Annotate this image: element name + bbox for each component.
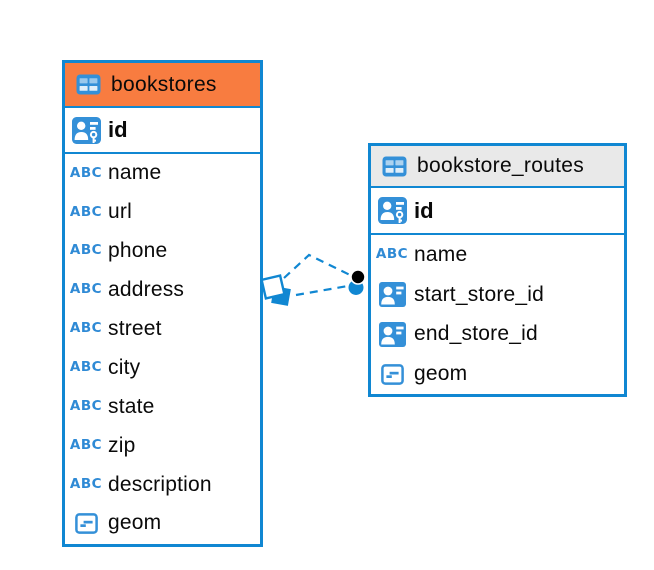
text-type-icon: ABC xyxy=(69,203,103,220)
primary-key-row[interactable]: id xyxy=(371,188,624,235)
entity-table-bookstores[interactable]: bookstores id ABC name xyxy=(62,60,263,547)
column-row-name[interactable]: ABC name xyxy=(371,235,624,275)
text-type-icon: ABC xyxy=(69,164,103,181)
column-row-name[interactable]: ABC name xyxy=(65,154,260,193)
column-row-city[interactable]: ABC city xyxy=(65,348,260,387)
column-row-end-store-id[interactable]: end_store_id xyxy=(371,315,624,355)
column-name: start_store_id xyxy=(414,282,545,306)
table-icon xyxy=(379,156,409,177)
text-type-icon: ABC xyxy=(69,242,103,259)
column-name: zip xyxy=(108,433,136,457)
column-row-address[interactable]: ABC address xyxy=(65,271,260,310)
column-name: name xyxy=(414,242,468,266)
primary-key-icon xyxy=(71,116,101,144)
column-list: ABC name ABC url ABC phone ABC address A… xyxy=(65,154,260,543)
text-type-icon: ABC xyxy=(69,359,103,376)
text-type-icon: ABC xyxy=(375,246,409,263)
foreign-key-icon xyxy=(377,321,407,347)
relationship-line-end-store[interactable] xyxy=(295,284,349,297)
entity-table-bookstore-routes[interactable]: bookstore_routes id ABC name xyxy=(368,143,627,397)
column-row-url[interactable]: ABC url xyxy=(65,193,260,232)
relationship-line-start-store[interactable] xyxy=(283,253,351,279)
text-type-icon: ABC xyxy=(69,398,103,415)
column-name: state xyxy=(108,394,155,418)
column-name: street xyxy=(108,317,162,340)
foreign-key-icon xyxy=(377,282,407,308)
column-row-zip[interactable]: ABC zip xyxy=(65,426,260,465)
geometry-type-icon xyxy=(377,363,407,385)
column-name-id: id xyxy=(108,117,128,142)
primary-key-row[interactable]: id xyxy=(65,108,260,154)
column-row-phone[interactable]: ABC phone xyxy=(65,232,260,271)
column-name: address xyxy=(108,278,185,302)
column-name: end_store_id xyxy=(414,322,538,346)
relationship-circle-black-icon[interactable] xyxy=(350,269,366,285)
text-type-icon: ABC xyxy=(69,320,103,337)
column-row-geom[interactable]: geom xyxy=(65,504,260,543)
column-row-state[interactable]: ABC state xyxy=(65,387,260,426)
column-name: phone xyxy=(108,239,168,263)
column-row-description[interactable]: ABC description xyxy=(65,465,260,504)
primary-key-icon xyxy=(377,197,407,224)
column-name: description xyxy=(108,472,212,496)
relationship-diamond-back-icon[interactable] xyxy=(271,286,291,306)
text-type-icon: ABC xyxy=(69,436,103,453)
column-name: name xyxy=(108,161,162,185)
column-name: geom xyxy=(414,362,468,386)
column-row-start-store-id[interactable]: start_store_id xyxy=(371,275,624,315)
relationship-diamond-front-icon[interactable] xyxy=(260,274,286,300)
table-title: bookstores xyxy=(111,72,217,96)
column-name: city xyxy=(108,355,141,379)
table-icon xyxy=(73,74,103,95)
geometry-type-icon xyxy=(71,513,101,534)
column-row-street[interactable]: ABC street xyxy=(65,310,260,349)
column-name: url xyxy=(108,200,132,224)
column-row-geom[interactable]: geom xyxy=(371,354,624,394)
column-name: geom xyxy=(108,511,162,535)
text-type-icon: ABC xyxy=(69,281,103,298)
table-title: bookstore_routes xyxy=(417,154,585,177)
relationship-circle-blue-icon[interactable] xyxy=(348,280,364,295)
column-list: ABC name start_store_id xyxy=(371,235,624,394)
text-type-icon: ABC xyxy=(69,475,103,492)
column-name-id: id xyxy=(414,197,434,223)
table-header-bookstore-routes[interactable]: bookstore_routes xyxy=(371,146,624,188)
table-header-bookstores[interactable]: bookstores xyxy=(65,63,260,108)
